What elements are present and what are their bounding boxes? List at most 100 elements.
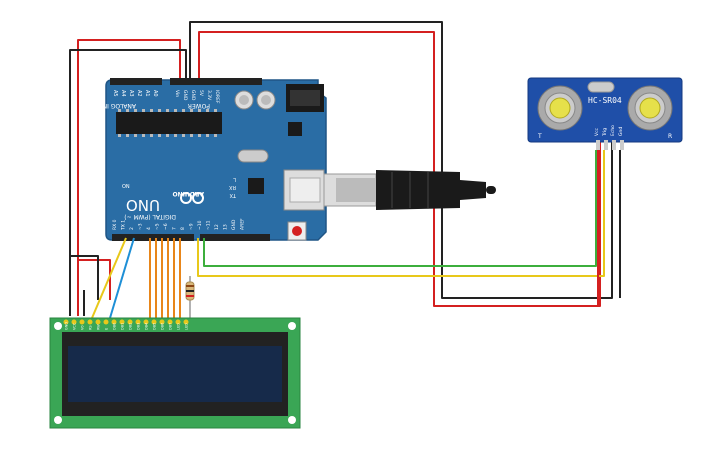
lcd-pin[interactable]: [135, 319, 141, 325]
lcd-pin[interactable]: [159, 319, 165, 325]
pin-label: ~11: [206, 220, 212, 230]
pin-label: 3.3V: [206, 90, 212, 101]
pin-label: IOREF: [214, 90, 220, 104]
lcd-pin[interactable]: [167, 319, 173, 325]
atmega-chip: [116, 112, 222, 134]
pin-label: VCC: [73, 322, 77, 330]
rx-led-label: RX: [229, 184, 236, 190]
pin-label: 12: [214, 224, 220, 230]
arduino-logo-icon: [180, 192, 204, 204]
usb-cable-icon[interactable]: [323, 170, 496, 210]
pin-label: A2: [136, 90, 142, 97]
pin-label: DB3: [137, 323, 141, 330]
pin-label: DB5: [153, 323, 157, 330]
lcd-pin[interactable]: [87, 319, 93, 325]
resistor-icon[interactable]: [185, 276, 195, 318]
lcd-pin[interactable]: [71, 319, 77, 325]
pin-label: DB4: [145, 322, 149, 330]
pin-label: GND: [231, 219, 237, 230]
digital-label: DIGITAL (PWM ~): [124, 213, 176, 220]
tx-led-label: TX: [229, 192, 237, 198]
wire-red-5v[interactable]: [198, 31, 601, 307]
pin-label: ~10: [197, 220, 203, 230]
pin-label: V0: [81, 325, 85, 330]
sensor-model: HC-SR04: [588, 96, 622, 105]
sensor-right-label: R: [668, 133, 672, 140]
sensor-left-label: T: [537, 133, 542, 140]
pin-label: GND: [190, 90, 196, 101]
pin-label: TX 1: [121, 220, 127, 231]
wire-yellow-lcd[interactable]: [91, 237, 127, 319]
pin-label: A4: [120, 90, 126, 97]
lcd-pin[interactable]: [63, 319, 69, 325]
lcd-pin[interactable]: [183, 319, 189, 325]
lcd-pin[interactable]: [119, 319, 125, 325]
lcd-pin[interactable]: [143, 319, 149, 325]
pin-label: RS: [89, 325, 93, 330]
pin-label: ~3: [138, 223, 144, 230]
wires-front: [69, 150, 621, 319]
model-label: UNO: [126, 196, 160, 214]
pin-label: 8: [180, 227, 186, 230]
pin-label: GND: [182, 90, 188, 101]
on-led-label: ON: [122, 184, 130, 190]
analog-label: ANALOG IN: [103, 102, 136, 109]
pin-label: Echo: [610, 125, 616, 136]
lcd-pin[interactable]: [103, 319, 109, 325]
lcd-pin[interactable]: [175, 319, 181, 325]
l-led-label: L: [233, 176, 236, 182]
wire-green-trig[interactable]: [203, 150, 597, 267]
pin-label: A3: [128, 90, 134, 97]
wire-blue-lcd[interactable]: [109, 237, 135, 319]
pin-label: Gnd: [618, 127, 624, 136]
lcd-pin[interactable]: [95, 319, 101, 325]
pin-label: Trig: [602, 128, 608, 137]
arduino-board[interactable]: POWER ANALOG IN DIGITAL (PWM ~) UNO ARDU…: [103, 78, 327, 241]
wires-back: [69, 21, 613, 307]
pin-label: A1: [144, 90, 150, 97]
pin-label: ~6: [163, 223, 169, 230]
lcd-pin[interactable]: [151, 319, 157, 325]
pin-label: LED: [177, 323, 181, 330]
power-label: POWER: [188, 102, 210, 109]
pin-label: DB7: [169, 323, 173, 330]
pin-label: A0: [152, 90, 158, 97]
pin-label: Vin: [174, 90, 180, 97]
pin-label: E: [105, 328, 109, 330]
pin-label: ~9: [189, 223, 195, 230]
pin-label: 2: [129, 227, 135, 230]
pin-label: 7: [172, 227, 178, 230]
pin-label: 5V: [198, 90, 204, 97]
pin-label: RW: [97, 324, 101, 330]
pin-label: DB1: [121, 323, 125, 330]
lcd-pin[interactable]: [111, 319, 117, 325]
wire-black-outer[interactable]: [189, 21, 613, 299]
pin-label: DB2: [129, 323, 133, 330]
wire-yellow-echo[interactable]: [197, 150, 605, 277]
pin-label: GND: [65, 322, 69, 330]
pin-label: ~5: [155, 223, 161, 230]
crystal: [237, 149, 269, 163]
pin-label: 13: [223, 224, 229, 230]
lcd-display[interactable]: GND VCC V0 RS RW E DB0 DB1 DB2 DB3 DB4 DB5 DB6 DB7 LED…: [49, 317, 301, 429]
pin-label: A5: [112, 90, 118, 97]
lcd-pins: GND VCC V0 RS RW E DB0 DB1 DB2 DB3 DB4 DB5 DB6 DB7 LED…: [63, 319, 189, 330]
wire-red-lcd[interactable]: [77, 39, 181, 300]
pin-label: AREF: [240, 218, 246, 230]
pin-label: DB6: [161, 323, 165, 330]
lcd-pin[interactable]: [127, 319, 133, 325]
lcd-screen: [68, 346, 282, 402]
lcd-pin[interactable]: [79, 319, 85, 325]
pin-label: DB0: [113, 323, 117, 330]
pin-label: 4: [146, 227, 152, 230]
pin-label: LED: [185, 323, 189, 330]
pin-label: RX 0: [112, 219, 118, 230]
wire-black-lcd[interactable]: [69, 49, 187, 300]
pin-label: Vcc: [594, 127, 600, 136]
